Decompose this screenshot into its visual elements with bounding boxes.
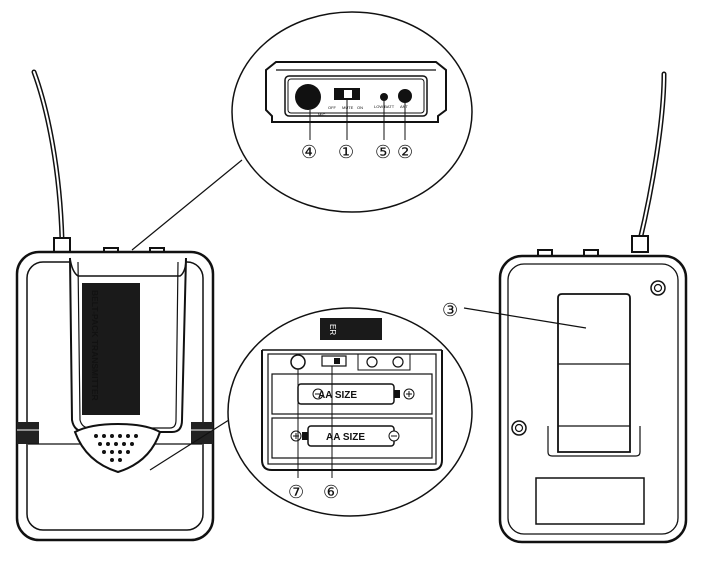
callout-3: ③ xyxy=(442,300,458,321)
ant-connector xyxy=(398,89,412,103)
battery-sticker-text: ER xyxy=(328,324,337,335)
low-batt-led xyxy=(380,93,388,101)
leader-top xyxy=(131,159,243,251)
back-transmitter xyxy=(498,71,688,544)
battery-view-zoom xyxy=(227,307,473,517)
top-view-zoom xyxy=(231,11,473,213)
back-screw-left xyxy=(511,420,527,436)
back-antenna xyxy=(637,71,667,243)
callout-1: ① xyxy=(338,142,354,163)
mic-jack xyxy=(295,84,321,110)
battery-bottom-label: AA SIZE xyxy=(326,432,365,443)
callout-2: ② xyxy=(397,142,413,163)
switch-off-label: OFF xyxy=(328,105,337,110)
callout-6: ⑥ xyxy=(323,482,339,503)
back-clip xyxy=(557,293,631,453)
back-screw-top xyxy=(650,280,666,296)
front-antenna xyxy=(31,69,65,243)
switch-on-label: ON xyxy=(357,105,363,110)
mic-label: MIC xyxy=(318,112,325,117)
front-label-text: BELT-PACK TRANSMITTER xyxy=(90,290,100,401)
leader-battery xyxy=(149,417,233,471)
back-label-rect xyxy=(535,477,645,525)
battery-top-label: AA SIZE xyxy=(318,390,357,401)
switch-mute-label: MUTE xyxy=(342,105,354,110)
top-callout-leaders xyxy=(309,100,406,140)
ant-label: ANT xyxy=(400,104,409,109)
battery-callout-leaders xyxy=(297,366,333,478)
front-label-patch xyxy=(82,283,140,415)
callout-4: ④ xyxy=(301,142,317,163)
callout-7: ⑦ xyxy=(288,482,304,503)
leader-clip xyxy=(463,307,587,329)
grille-dots xyxy=(94,434,138,462)
battery-sticker xyxy=(320,318,382,340)
callout-5: ⑤ xyxy=(375,142,391,163)
front-transmitter xyxy=(15,69,215,542)
